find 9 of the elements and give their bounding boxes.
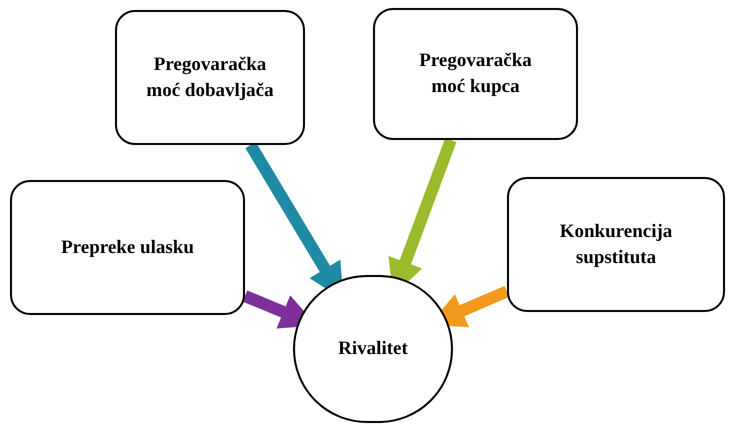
rounded-box [10, 180, 245, 315]
node-label: Rivalitet [338, 337, 408, 361]
rounded-box [373, 8, 578, 140]
node-label: Pregovaračka moć dobavljača [145, 52, 275, 102]
rounded-box [507, 177, 725, 312]
node-label: Pregovaračka moć kupca [418, 49, 533, 99]
node-label: Prepreke ulasku [61, 236, 194, 260]
node-label: Konkurencija supstituta [558, 220, 674, 270]
rounded-box [115, 10, 305, 145]
